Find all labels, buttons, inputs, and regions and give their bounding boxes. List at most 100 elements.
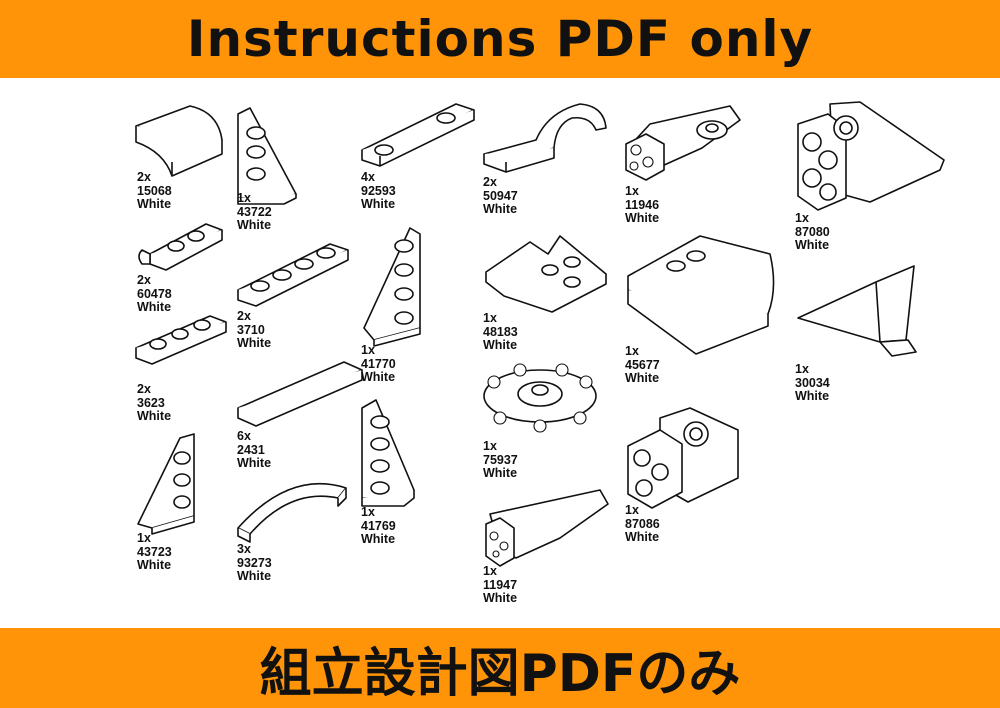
tile-1x4-icon bbox=[237, 361, 363, 427]
part-qty: 1x bbox=[361, 343, 375, 357]
part-color: White bbox=[137, 409, 172, 423]
wing-clip-icon bbox=[797, 265, 917, 357]
slope-curved-2x2-icon bbox=[135, 105, 223, 177]
part-qty: 1x bbox=[237, 191, 251, 205]
part-qty: 1x bbox=[795, 362, 809, 376]
part-qty: 1x bbox=[625, 503, 639, 517]
part-label-11947: 1x 11947 White bbox=[483, 564, 518, 606]
part-number: 93273 bbox=[237, 555, 272, 570]
part-label-30034: 1x 30034 White bbox=[795, 362, 830, 404]
part-color: White bbox=[237, 336, 272, 350]
wedge-plate-3x4-cutout-icon bbox=[485, 235, 607, 313]
parts-artwork bbox=[135, 101, 945, 567]
part-qty: 1x bbox=[483, 564, 497, 578]
part-number: 75937 bbox=[483, 452, 518, 467]
wedge-plate-4x2-right-icon bbox=[361, 399, 415, 507]
part-number: 87080 bbox=[795, 224, 830, 239]
part-label-93273: 3x 93273 White bbox=[237, 542, 272, 584]
part-number: 30034 bbox=[795, 375, 830, 390]
part-label-60478: 2x 60478 White bbox=[137, 273, 172, 315]
part-label-50947: 2x 50947 White bbox=[483, 175, 518, 217]
part-color: White bbox=[137, 197, 172, 211]
header-banner: Instructions PDF only bbox=[0, 0, 1000, 78]
part-number: 48183 bbox=[483, 324, 518, 339]
part-label-41770: 1x 41770 White bbox=[361, 343, 396, 385]
hub-clips-icon bbox=[483, 363, 597, 433]
part-color: White bbox=[137, 558, 172, 572]
part-qty: 3x bbox=[237, 542, 251, 556]
part-label-11946: 1x 11946 White bbox=[625, 184, 660, 226]
part-label-75937: 1x 75937 White bbox=[483, 439, 518, 481]
part-color: White bbox=[625, 371, 660, 385]
footer-title: 組立設計図PDFのみ bbox=[259, 643, 741, 704]
part-qty: 2x bbox=[483, 175, 497, 189]
part-qty: 1x bbox=[625, 344, 639, 358]
part-number: 11947 bbox=[483, 577, 518, 592]
part-color: White bbox=[361, 197, 396, 211]
part-qty: 6x bbox=[237, 429, 251, 443]
part-color: White bbox=[625, 530, 660, 544]
part-label-43722: 1x 43722 White bbox=[237, 191, 272, 233]
part-qty: 1x bbox=[137, 531, 151, 545]
part-label-48183: 1x 48183 White bbox=[483, 311, 518, 353]
part-color: White bbox=[795, 389, 830, 403]
part-color: White bbox=[361, 532, 396, 546]
technic-panel-fairing-alt-icon bbox=[627, 407, 739, 509]
part-number: 60478 bbox=[137, 286, 172, 301]
part-number: 45677 bbox=[625, 357, 660, 372]
part-qty: 1x bbox=[625, 184, 639, 198]
part-label-2431: 6x 2431 White bbox=[237, 429, 272, 471]
part-qty: 2x bbox=[137, 382, 151, 396]
part-label-15068: 2x 15068 White bbox=[137, 170, 172, 212]
plate-1x4-icon bbox=[237, 243, 349, 307]
part-color: White bbox=[237, 569, 272, 583]
part-label-3710: 2x 3710 White bbox=[237, 309, 272, 351]
part-color: White bbox=[795, 238, 830, 252]
part-color: White bbox=[625, 211, 660, 225]
part-color: White bbox=[237, 218, 272, 232]
plate-1x2-clip-icon bbox=[138, 223, 223, 271]
part-label-87080: 1x 87080 White bbox=[795, 211, 830, 253]
part-label-87086: 1x 87086 White bbox=[625, 503, 660, 545]
part-number: 41769 bbox=[361, 518, 396, 533]
part-number: 43722 bbox=[237, 204, 272, 219]
footer-banner: 組立設計図PDFのみ bbox=[0, 628, 1000, 708]
mudguard-plate-icon bbox=[483, 103, 607, 173]
plate-1x4-two-studs-icon bbox=[361, 103, 475, 167]
part-number: 15068 bbox=[137, 183, 172, 198]
technic-panel-fairing-large-icon bbox=[797, 101, 945, 211]
part-number: 41770 bbox=[361, 356, 396, 371]
part-color: White bbox=[483, 466, 518, 480]
part-qty: 2x bbox=[137, 170, 151, 184]
part-number: 3710 bbox=[237, 322, 265, 337]
part-qty: 1x bbox=[361, 505, 375, 519]
part-qty: 1x bbox=[483, 311, 497, 325]
part-color: White bbox=[483, 591, 518, 605]
part-number: 3623 bbox=[137, 395, 165, 410]
part-color: White bbox=[483, 338, 518, 352]
wedge-plate-2x3-right-icon bbox=[237, 107, 297, 205]
part-label-92593: 4x 92593 White bbox=[361, 170, 396, 212]
part-number: 2431 bbox=[237, 442, 265, 457]
part-color: White bbox=[361, 370, 396, 384]
part-number: 50947 bbox=[483, 188, 518, 203]
plate-1x3-icon bbox=[135, 315, 227, 365]
part-label-3623: 2x 3623 White bbox=[137, 382, 172, 424]
slope-curved-4x4-icon bbox=[627, 235, 775, 355]
part-qty: 1x bbox=[483, 439, 497, 453]
part-number: 11946 bbox=[625, 197, 660, 212]
part-number: 43723 bbox=[137, 544, 172, 559]
part-qty: 1x bbox=[795, 211, 809, 225]
part-label-43723: 1x 43723 White bbox=[137, 531, 172, 573]
part-color: White bbox=[137, 300, 172, 314]
header-title: Instructions PDF only bbox=[186, 10, 814, 68]
part-color: White bbox=[237, 456, 272, 470]
part-label-45677: 1x 45677 White bbox=[625, 344, 660, 386]
wedge-plate-2x3-left-icon bbox=[137, 433, 195, 535]
part-qty: 2x bbox=[137, 273, 151, 287]
part-label-41769: 1x 41769 White bbox=[361, 505, 396, 547]
parts-list: 2x 15068 White 1x 43722 White 4x 92593 W… bbox=[0, 78, 1000, 628]
part-number: 87086 bbox=[625, 516, 660, 531]
part-qty: 2x bbox=[237, 309, 251, 323]
part-color: White bbox=[483, 202, 518, 216]
